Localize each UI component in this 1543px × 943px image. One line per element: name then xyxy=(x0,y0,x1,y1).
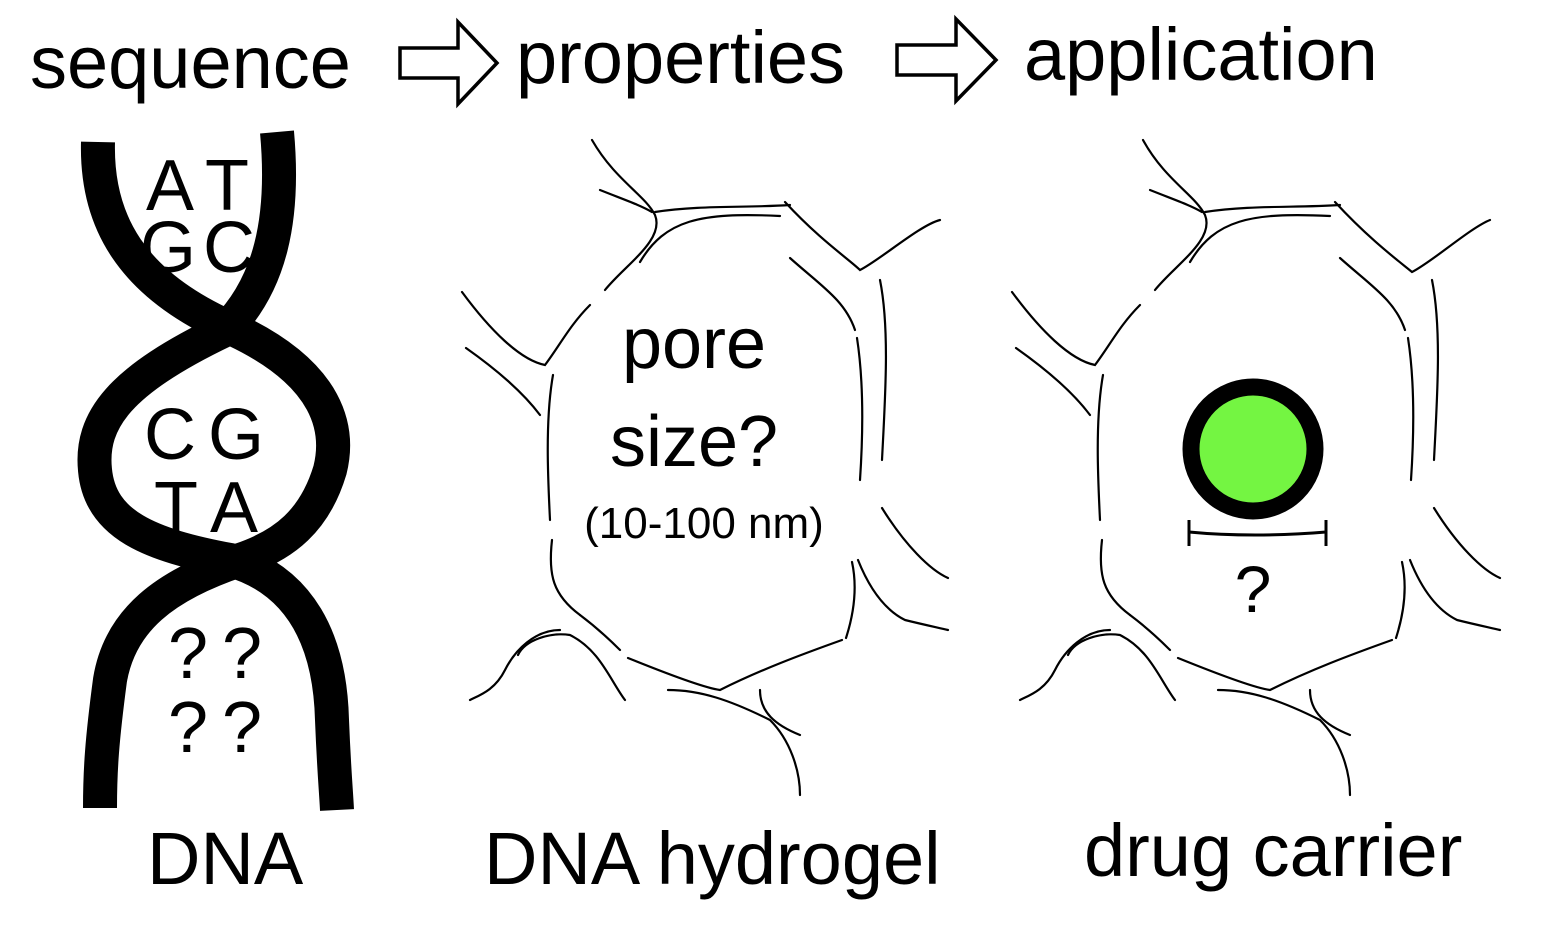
caption-dna: DNA xyxy=(147,817,304,900)
arrow-icon xyxy=(398,17,500,109)
header-properties: properties xyxy=(516,16,845,99)
dna-base: A xyxy=(210,468,258,548)
dna-base: ? xyxy=(222,688,262,768)
header-application: application xyxy=(1024,13,1378,96)
caption-drug-carrier: drug carrier xyxy=(1084,809,1462,892)
pore-label-line1: pore xyxy=(622,304,766,384)
carrier-network xyxy=(1010,138,1502,797)
hydrogel-network xyxy=(460,138,950,797)
caption-hydrogel: DNA hydrogel xyxy=(484,817,941,900)
dna-base: G xyxy=(140,208,196,288)
dna-base: G xyxy=(208,395,264,475)
dna-base: ? xyxy=(222,614,262,694)
dna-base: T xyxy=(154,468,198,548)
dna-base: ? xyxy=(168,688,208,768)
dna-base: A xyxy=(146,146,194,226)
dna-helix xyxy=(77,130,354,811)
dna-base: C xyxy=(144,395,196,475)
pore-label-line2: size? xyxy=(610,402,778,482)
drug-particle xyxy=(1182,378,1324,520)
dna-base: ? xyxy=(168,614,208,694)
arrow-icon xyxy=(895,14,999,106)
pore-size-range: (10-100 nm) xyxy=(584,499,824,548)
header-sequence: sequence xyxy=(30,21,351,104)
dna-strand-1 xyxy=(80,141,351,809)
dna-base: T xyxy=(205,146,249,226)
dna-strand-2 xyxy=(77,130,354,811)
drug-size-label: ? xyxy=(1235,552,1272,626)
size-bracket xyxy=(1187,520,1328,546)
dna-base: C xyxy=(203,208,255,288)
